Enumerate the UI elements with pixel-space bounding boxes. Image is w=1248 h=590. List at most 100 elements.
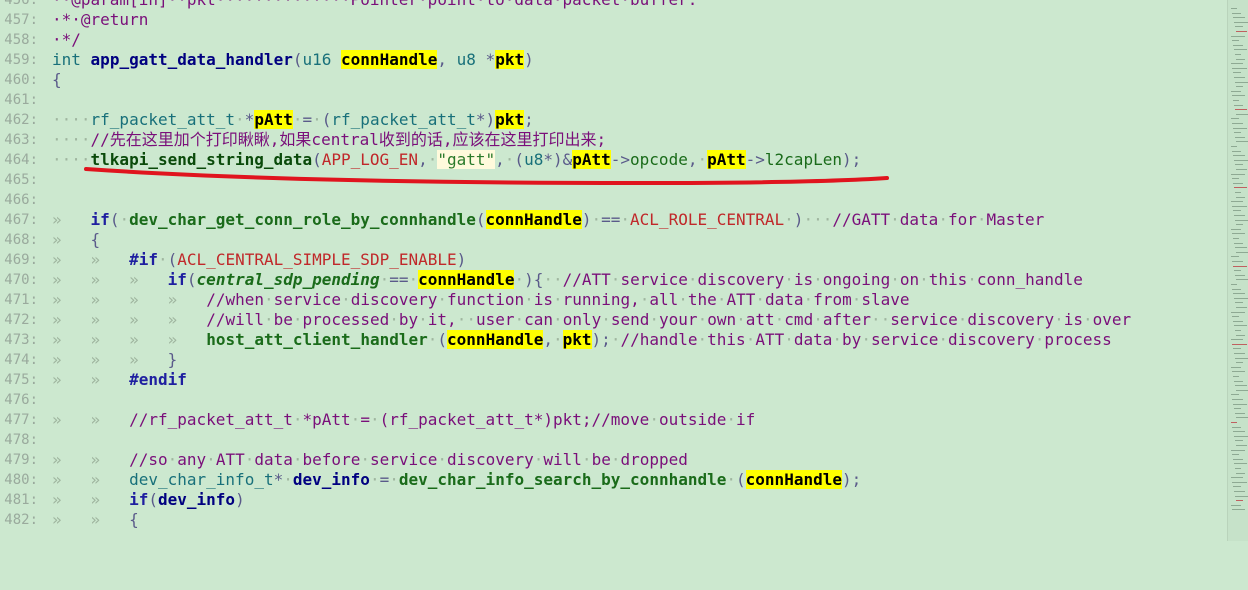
line-number: 456:	[4, 0, 38, 8]
code-text: ····tlkapi_send_string_data(APP_LOG_EN,·…	[52, 150, 862, 169]
minimap-tick	[1232, 12, 1241, 14]
minimap-tick	[1232, 261, 1243, 262]
code-text: » » » » //will·be·processed·by·it,··user…	[52, 310, 1132, 329]
code-text: » if(·dev_char_get_conn_role_by_connhand…	[52, 210, 1045, 229]
code-line: 482: » » {	[0, 510, 1228, 530]
code-text: » {	[52, 230, 101, 249]
code-line: 478:	[0, 430, 1228, 450]
code-line: 480: » » dev_char_info_t*·dev_info·=·dev…	[0, 470, 1228, 490]
minimap-tick	[1233, 265, 1247, 267]
minimap-tick	[1235, 495, 1248, 497]
minimap-tick	[1233, 127, 1247, 129]
line-number: 481:	[4, 492, 38, 508]
minimap-tick	[1233, 182, 1243, 184]
line-number: 463:	[4, 132, 38, 148]
minimap-tick	[1232, 205, 1247, 207]
minimap-tick	[1231, 90, 1241, 92]
minimap-tick	[1232, 316, 1239, 318]
minimap-tick	[1234, 77, 1245, 78]
minimap-tick	[1234, 463, 1247, 465]
minimap-tick	[1234, 408, 1241, 410]
line-number: 482:	[4, 512, 38, 528]
code-text: » » » if(central_sdp_pending·==·connHand…	[52, 270, 1083, 289]
minimap-tick	[1234, 435, 1248, 437]
minimap-tick	[1233, 155, 1245, 157]
line-number: 473:	[4, 332, 38, 348]
code-text: {	[52, 70, 62, 89]
line-number: 466:	[4, 192, 38, 208]
minimap-tick	[1231, 63, 1243, 65]
code-line: 479: » » //so·any·ATT·data·before·servic…	[0, 450, 1228, 470]
line-number: 472:	[4, 312, 38, 328]
code-line: 457: ·*·@return	[0, 10, 1228, 30]
code-editor[interactable]: 456: ··@param[in]··pkt··············Poin…	[0, 0, 1228, 550]
minimap-tick	[1232, 150, 1241, 152]
minimap-tick	[1236, 445, 1247, 446]
code-line: 462: ····rf_packet_att_t·*pAtt·=·(rf_pac…	[0, 110, 1228, 130]
minimap-tick	[1234, 49, 1247, 51]
code-line: 473: » » » » host_att_client_handler·(co…	[0, 330, 1228, 350]
minimap-tick	[1235, 109, 1247, 111]
minimap-tick	[1236, 334, 1245, 336]
minimap-tick	[1233, 431, 1245, 433]
minimap-tick	[1232, 509, 1245, 511]
minimap-tick	[1232, 288, 1241, 290]
minimap-tick	[1233, 210, 1241, 212]
code-line: 481: » » if(dev_info)	[0, 490, 1228, 510]
code-line: 472: » » » » //will·be·processed·by·it,·…	[0, 310, 1228, 330]
minimap-tick	[1233, 486, 1241, 488]
minimap-tick	[1234, 104, 1243, 106]
code-text: » » {	[52, 510, 139, 529]
minimap-tick	[1231, 339, 1243, 341]
minimap-tick	[1236, 224, 1243, 226]
code-line: 476:	[0, 390, 1228, 410]
minimap-tick	[1234, 187, 1247, 189]
minimap-tick	[1231, 228, 1241, 230]
minimap-tick	[1236, 31, 1247, 32]
minimap-tick	[1232, 40, 1239, 42]
code-line: 458: ·*/	[0, 30, 1228, 50]
minimap-tick	[1235, 219, 1248, 221]
minimap-tick	[1234, 297, 1248, 299]
minimap-tick	[1233, 72, 1241, 74]
minimap-tick	[1233, 403, 1247, 405]
code-line: 467: » if(·dev_char_get_conn_role_by_con…	[0, 210, 1228, 230]
code-line: 466:	[0, 190, 1228, 210]
minimap-tick	[1232, 343, 1247, 345]
code-text: ····rf_packet_att_t·*pAtt·=·(rf_packet_a…	[52, 110, 534, 129]
code-line: 468: » {	[0, 230, 1228, 250]
minimap-tick	[1236, 389, 1248, 391]
minimap-tick	[1236, 307, 1247, 308]
minimap-tick	[1232, 426, 1241, 428]
line-number: 478:	[4, 432, 38, 448]
minimap-tick	[1236, 58, 1245, 60]
minimap-tick	[1232, 123, 1243, 124]
code-text: » » //so·any·ATT·data·before·service·dis…	[52, 450, 688, 469]
minimap-tick	[1235, 26, 1243, 28]
red-underline-annotation	[84, 167, 889, 186]
code-text: » » » » host_att_client_handler·(connHan…	[52, 330, 1112, 349]
minimap-scrollbar[interactable]	[1227, 0, 1248, 541]
minimap-tick	[1234, 132, 1241, 134]
minimap-tick	[1236, 113, 1248, 115]
code-text: ····//先在这里加个打印瞅瞅,如果central收到的话,应该在这里打印出来…	[52, 130, 607, 149]
code-text: ··@param[in]··pkt··············Pointer·p…	[52, 0, 697, 10]
code-line: 463: ····//先在这里加个打印瞅瞅,如果central收到的话,应该在这…	[0, 130, 1228, 150]
line-number: 469:	[4, 252, 38, 268]
line-number: 470:	[4, 272, 38, 288]
minimap-tick	[1235, 385, 1247, 387]
line-number: 462:	[4, 112, 38, 128]
minimap-tick	[1235, 468, 1241, 469]
minimap-tick	[1233, 458, 1243, 460]
line-number: 464:	[4, 152, 38, 168]
minimap-tick	[1233, 320, 1243, 322]
line-number: 480:	[4, 472, 38, 488]
minimap-tick	[1231, 422, 1237, 423]
minimap-tick	[1234, 380, 1243, 382]
minimap-tick	[1236, 362, 1243, 364]
minimap-tick	[1235, 274, 1245, 276]
line-number: 458:	[4, 32, 38, 48]
minimap-tick	[1233, 238, 1239, 239]
line-number: 459:	[4, 52, 38, 68]
minimap-tick	[1236, 417, 1248, 419]
